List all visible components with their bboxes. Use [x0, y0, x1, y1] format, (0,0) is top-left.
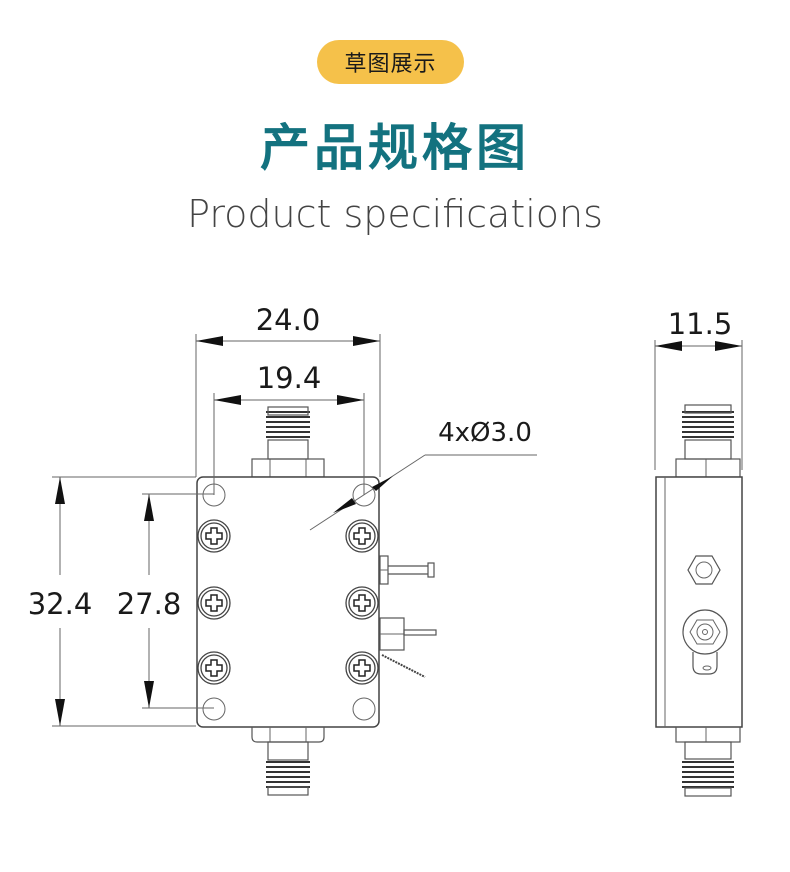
side-pins: [379, 555, 437, 678]
side-housing: [655, 476, 743, 728]
page-subtitle: Product specifications: [187, 192, 603, 236]
section-badge: 草图展示: [317, 40, 464, 84]
hole-callout: 4xØ3.0: [309, 418, 537, 531]
screw-icon: [345, 519, 379, 553]
dim-height-outer: 32.4: [28, 476, 196, 727]
front-view: 24.0 19.4 4xØ3.0 32.4: [28, 303, 537, 796]
dim-width-holes-label: 19.4: [257, 361, 322, 395]
dim-depth-label: 11.5: [668, 307, 733, 341]
bottom-sma-connector: [251, 727, 325, 796]
dim-height-outer-label: 32.4: [28, 587, 93, 621]
dim-height-holes-label: 27.8: [117, 587, 182, 621]
dim-width-outer: 24.0: [195, 303, 381, 477]
dim-width-holes: 19.4: [213, 361, 365, 495]
screw-icon: [345, 651, 379, 685]
hex-nut: [687, 555, 721, 585]
dim-height-holes: 27.8: [117, 493, 214, 709]
housing-body: [196, 476, 380, 728]
page-title: 产品规格图: [260, 119, 530, 177]
dim-depth: 11.5: [654, 307, 743, 470]
feedthrough-terminal: [682, 609, 728, 675]
screw-icon: [197, 586, 231, 620]
side-view: 11.5: [654, 307, 743, 797]
hole-callout-label: 4xØ3.0: [438, 418, 532, 448]
dim-width-outer-label: 24.0: [256, 303, 321, 337]
screws: [197, 519, 379, 685]
top-sma-connector: [251, 406, 325, 478]
screw-icon: [197, 651, 231, 685]
screw-icon: [197, 519, 231, 553]
screw-icon: [345, 586, 379, 620]
